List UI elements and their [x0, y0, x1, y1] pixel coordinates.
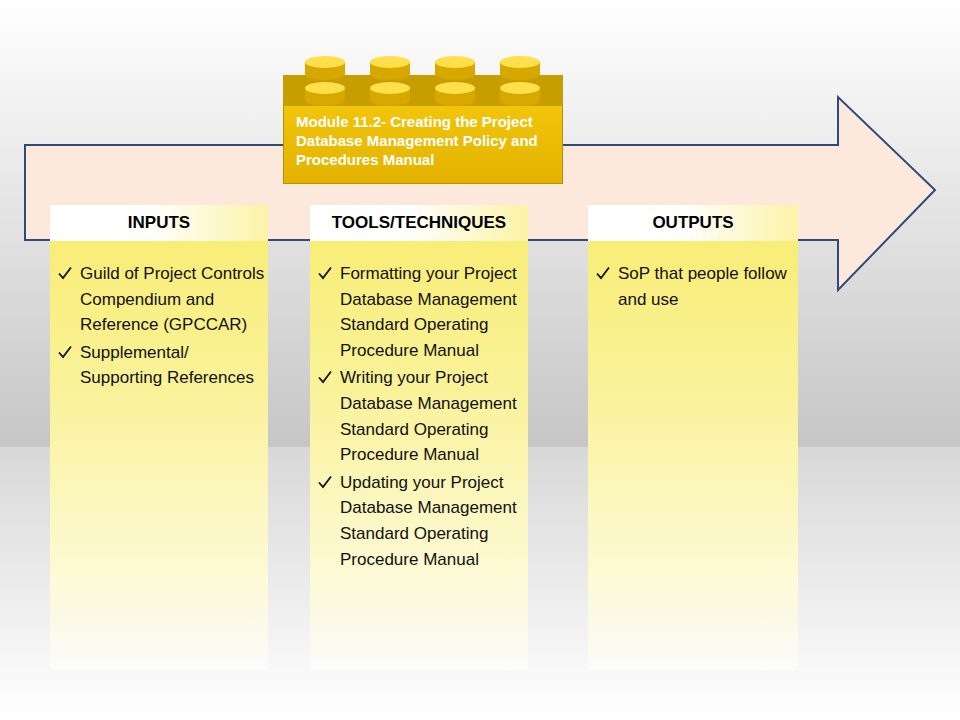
check-mark: [318, 266, 332, 280]
list-item: Formatting your Project Database Managem…: [310, 261, 528, 363]
stud-base: [500, 94, 540, 106]
stud-top: [435, 82, 475, 94]
check-mark: [596, 266, 610, 280]
stud-top: [305, 56, 345, 68]
stud-top: [500, 56, 540, 68]
check-mark: [58, 266, 72, 280]
stud-base: [305, 68, 345, 80]
column-panel: INPUTS Guild of Project Controls Compendi…: [50, 205, 268, 670]
list-item: SoP that people follow and use: [588, 261, 798, 312]
list-item: Updating your Project Database Managemen…: [310, 470, 528, 572]
list-item: Supplemental/ Supporting References: [50, 340, 268, 391]
stud-base: [370, 68, 410, 80]
stud-base: [435, 68, 475, 80]
list-item: Writing your Project Database Management…: [310, 365, 528, 467]
check-mark: [318, 475, 332, 489]
stud-base: [370, 94, 410, 106]
stud-top: [370, 56, 410, 68]
column-heading: OUTPUTS: [588, 205, 798, 241]
stud-top: [370, 82, 410, 94]
stud-top: [500, 82, 540, 94]
check-mark: [318, 370, 332, 384]
column-heading: TOOLS/TECHNIQUES: [310, 205, 528, 241]
stud-base: [305, 94, 345, 106]
stud-base: [435, 94, 475, 106]
module-brick: Module 11.2- Creating the Project Databa…: [283, 106, 563, 184]
column-panel: TOOLS/TECHNIQUES Formatting your Project …: [310, 205, 528, 670]
stud-base: [500, 68, 540, 80]
stud-top: [435, 56, 475, 68]
column-heading: INPUTS: [50, 205, 268, 241]
column-panel: OUTPUTS SoP that people follow and use: [588, 205, 798, 670]
stud-top: [305, 82, 345, 94]
module-title: Module 11.2- Creating the Project Databa…: [296, 112, 552, 169]
check-mark: [58, 345, 72, 359]
brick-studs: [305, 56, 540, 106]
list-item: Guild of Project Controls Compendium and…: [50, 261, 268, 338]
